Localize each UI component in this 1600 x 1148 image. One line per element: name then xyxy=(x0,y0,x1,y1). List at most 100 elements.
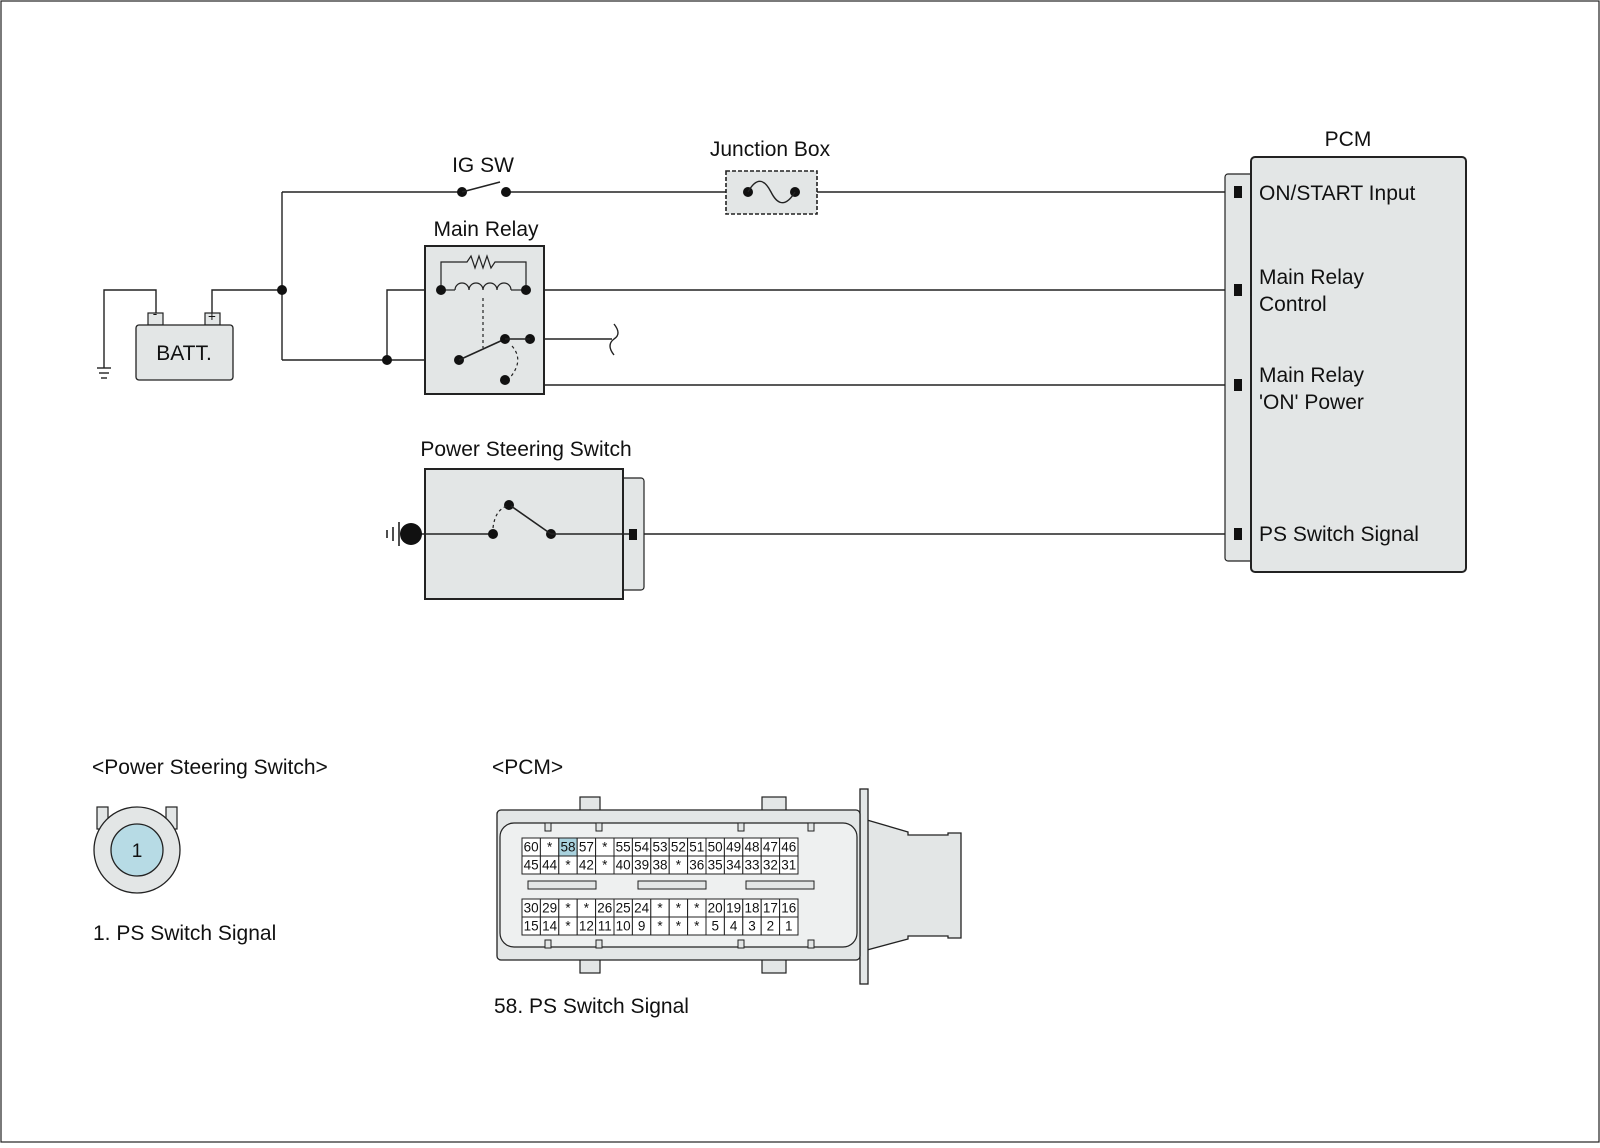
connector-notch xyxy=(544,939,552,949)
ps-switch-pin-number: 1 xyxy=(132,841,143,862)
relay-contact-open xyxy=(500,375,510,385)
pcm-terminal-label-on-start: ON/START Input xyxy=(1259,182,1416,205)
relay-coil xyxy=(454,282,512,291)
pcm-pin-number: 58 xyxy=(560,840,575,855)
pcm-pin-number: 45 xyxy=(524,858,539,873)
pcm-connector-shroud xyxy=(866,819,962,951)
pcm-terminal-label-main-relay-control: Control xyxy=(1259,293,1327,316)
pcm-pin-number: * xyxy=(676,901,682,916)
connector-notch xyxy=(737,822,745,832)
ps-switch-connector-title: <Power Steering Switch> xyxy=(92,756,328,779)
pcm-pin-number: 31 xyxy=(781,858,796,873)
pcm-pin-number: 9 xyxy=(638,919,646,934)
pcm-pin-number: 36 xyxy=(689,858,704,873)
pcm-pin-number: 26 xyxy=(597,901,612,916)
junction-box: Junction Box xyxy=(710,138,831,215)
pcm-pin-number: 11 xyxy=(598,919,612,934)
pcm-pin-number: 57 xyxy=(579,840,594,855)
pcm-terminal-label-main-relay-control: Main Relay xyxy=(1259,266,1365,289)
connector-key-slot xyxy=(745,880,815,890)
pcm-pin-number: 17 xyxy=(763,901,778,916)
pcm-pin-number: * xyxy=(584,901,590,916)
pcm-pin-number: 52 xyxy=(671,840,686,855)
pcm-pin-number: 24 xyxy=(634,901,650,916)
ig-sw-blade xyxy=(461,181,501,193)
ps-switch-connector-legend: 1. PS Switch Signal xyxy=(93,922,276,945)
pcm-pin-number: * xyxy=(694,901,700,916)
pcm-pin-cell xyxy=(779,916,799,936)
relay-coil-terminal xyxy=(436,285,446,295)
pcm-pin-number: 60 xyxy=(524,840,539,855)
connector-key-slot xyxy=(637,880,707,890)
pcm-pin-number: 14 xyxy=(542,919,558,934)
pcm-pin-number: 34 xyxy=(726,858,742,873)
wire-break-symbol xyxy=(609,323,619,356)
pcm-label: PCM xyxy=(1325,128,1372,151)
pcm-pin-number: 5 xyxy=(711,919,719,934)
battery-label: BATT. xyxy=(156,342,212,365)
pcm-pin-number: 53 xyxy=(652,840,667,855)
connector-notch xyxy=(595,939,603,949)
main-relay-label: Main Relay xyxy=(433,218,539,241)
ps-switch-blade xyxy=(510,505,552,535)
pcm-pin-number: 19 xyxy=(726,901,741,916)
pcm-connector-title: <PCM> xyxy=(492,756,563,779)
pcm-pin-number: 48 xyxy=(744,840,759,855)
relay-coil-terminal xyxy=(521,285,531,295)
pcm-terminal-label-main-relay-on-power: 'ON' Power xyxy=(1259,391,1364,414)
pcm-body xyxy=(1250,156,1467,573)
main-relay-on-power-wire xyxy=(529,339,1234,386)
pcm-terminal-main-relay-control xyxy=(1234,284,1242,296)
pcm-pin-number: * xyxy=(602,840,608,855)
pcm-pin-cell xyxy=(779,855,799,875)
pcm-pin-number: 49 xyxy=(726,840,741,855)
pcm-pin-number: * xyxy=(547,840,553,855)
connector-notch xyxy=(807,939,815,949)
pcm-pin-number: 44 xyxy=(542,858,558,873)
ig-sw-contact xyxy=(501,187,511,197)
pcm-pin-number: 42 xyxy=(579,858,594,873)
pcm-pin-number: * xyxy=(676,919,682,934)
ps-switch-contact xyxy=(488,529,498,539)
pcm-pin-number: 32 xyxy=(763,858,778,873)
ground-wire xyxy=(103,289,157,368)
connector-notch xyxy=(595,822,603,832)
splice-dot xyxy=(277,285,287,295)
pcm-pin-number: 29 xyxy=(542,901,557,916)
pcm-pin-number: 38 xyxy=(652,858,667,873)
pcm-terminal-main-relay-on-power xyxy=(1234,379,1242,391)
battery-negative-sign: - xyxy=(153,306,158,321)
pcm-module: PCM ON/START Input Main Relay Control Ma… xyxy=(1224,128,1467,573)
battery-positive-wire xyxy=(211,289,282,322)
pcm-pin-number: 25 xyxy=(616,901,631,916)
pcm-pin-number: 2 xyxy=(767,919,775,934)
pcm-terminal-label-ps-switch-signal: PS Switch Signal xyxy=(1259,523,1419,546)
pcm-pin-number: * xyxy=(694,919,700,934)
pcm-pin-number: * xyxy=(565,901,571,916)
pcm-pin-number: * xyxy=(602,858,608,873)
pcm-terminal-on-start xyxy=(1234,186,1242,198)
pcm-pin-number: 18 xyxy=(744,901,759,916)
pcm-pin-number: 15 xyxy=(524,919,539,934)
main-relay-body xyxy=(424,245,545,395)
pcm-pin-number: * xyxy=(676,858,682,873)
pcm-pin-number: 3 xyxy=(748,919,756,934)
pcm-pin-number: 16 xyxy=(781,901,796,916)
ps-switch-motion-arc xyxy=(492,505,508,529)
pcm-pin-number: 10 xyxy=(616,919,631,934)
relay-resistor xyxy=(440,254,527,290)
power-steering-switch: Power Steering Switch xyxy=(386,438,645,600)
ig-switch: IG SW xyxy=(452,154,514,197)
fuse-element xyxy=(747,180,796,204)
ps-switch-connector-view: <Power Steering Switch> 1 1. PS Switch S… xyxy=(92,756,328,945)
pcm-pin-number: 33 xyxy=(744,858,759,873)
junction-box-label: Junction Box xyxy=(710,138,831,161)
ps-switch-blade-pivot xyxy=(504,500,514,510)
connector-notch xyxy=(807,822,815,832)
relay-coil-feed-wire xyxy=(386,289,441,360)
ps-switch-ground-stud xyxy=(400,523,422,545)
